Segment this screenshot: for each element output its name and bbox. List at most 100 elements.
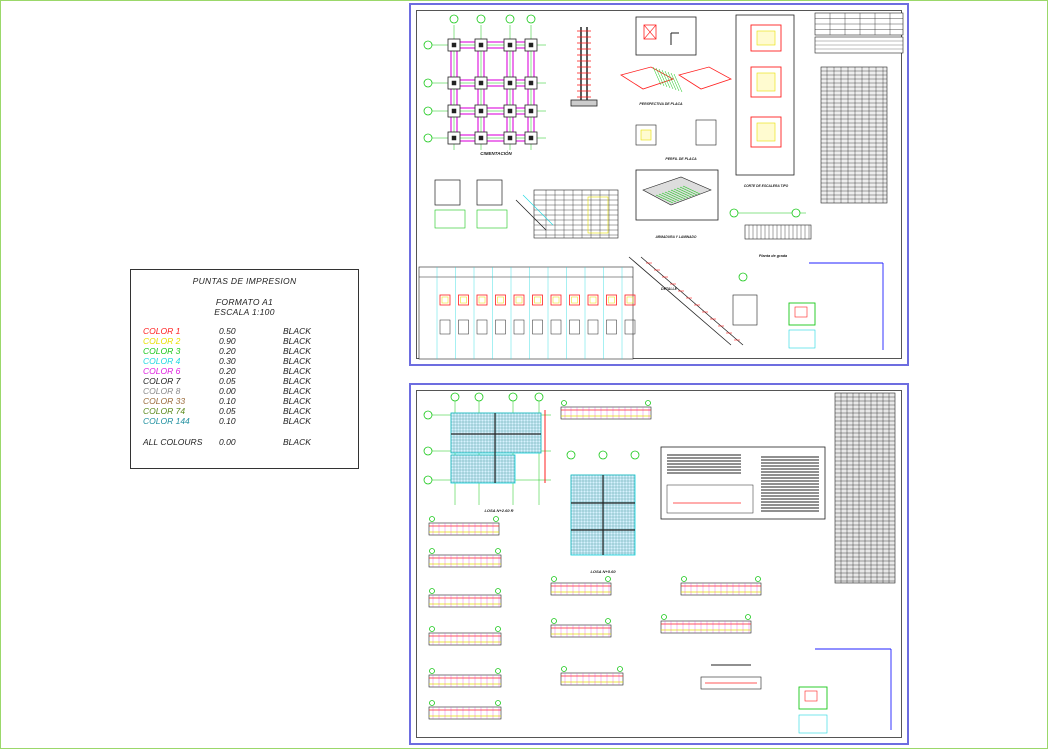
column-core <box>534 296 541 304</box>
column <box>451 42 457 48</box>
label-cimentacion: CIMENTACIÓN <box>480 150 512 156</box>
grid-bubble <box>505 14 515 24</box>
beam-elevation <box>428 674 502 688</box>
column-section <box>550 294 562 306</box>
legend-pen-color: BLACK <box>283 336 311 346</box>
legend-color-name: COLOR 144 <box>143 416 190 426</box>
section-core <box>756 122 776 142</box>
column <box>507 80 513 86</box>
grid-bubble <box>534 392 544 402</box>
column-section <box>439 319 451 335</box>
column-core <box>608 296 615 304</box>
rebar <box>679 186 698 196</box>
plate-perspective <box>678 66 732 90</box>
stair-slab <box>640 256 744 346</box>
notes-frame <box>660 446 826 520</box>
grid-bubble <box>729 208 739 218</box>
beam-elevation <box>428 522 500 536</box>
grid-bubble <box>429 588 435 594</box>
slab-panel <box>450 454 516 484</box>
rebar <box>670 189 689 199</box>
grid-bubble <box>449 14 459 24</box>
legend-row-all: ALL COLOURS 0.00 BLACK <box>143 437 348 447</box>
sheet-1-frame <box>416 10 902 359</box>
grid-bubble <box>526 14 536 24</box>
rebar <box>673 188 692 198</box>
beam-elevation <box>428 632 502 646</box>
legend-color-name: COLOR 2 <box>143 336 181 346</box>
legend-line-width: 0.90 <box>219 336 236 346</box>
label-armadura: ARMADURA Y LAMINADO <box>655 235 697 239</box>
column-section <box>439 294 451 306</box>
legend-color-name: COLOR 7 <box>143 376 181 386</box>
column-section <box>513 319 525 335</box>
detail-diagonal <box>643 24 657 40</box>
grid-bubble <box>476 14 486 24</box>
profile-core <box>640 129 652 141</box>
legend-line-width: 0.05 <box>219 376 236 386</box>
beam-elevation <box>550 624 612 638</box>
rebar <box>667 71 677 91</box>
column-section <box>458 294 469 306</box>
column-core <box>571 296 578 304</box>
column-section <box>606 294 617 306</box>
legend-symbol <box>794 306 808 318</box>
beam-elevation <box>550 582 612 596</box>
legend-box <box>788 302 816 326</box>
slab-perspective <box>642 176 712 206</box>
column-section <box>569 294 580 306</box>
legend-color-name: COLOR 4 <box>143 356 181 366</box>
legend-symbol <box>804 690 818 702</box>
legend-box <box>798 686 828 710</box>
legend-format: FORMATO A1 <box>215 297 274 307</box>
legend-pen-color: BLACK <box>283 356 311 366</box>
grid-bubble <box>495 548 501 554</box>
grid-bubble <box>681 576 687 582</box>
beam-elevation <box>428 706 502 720</box>
rebar <box>652 66 662 86</box>
column <box>507 135 513 141</box>
column-core <box>478 296 486 304</box>
column-section <box>476 294 488 306</box>
legend-line-width: 0.00 <box>219 386 236 396</box>
column-section <box>513 294 525 306</box>
legend-line-width: 0.10 <box>219 416 236 426</box>
legend-color-name: COLOR 74 <box>143 406 186 416</box>
grid-bubble <box>423 475 433 485</box>
legend-all-color: ALL COLOURS <box>143 437 203 447</box>
note-box <box>788 329 816 349</box>
column <box>478 80 484 86</box>
column-section <box>550 319 562 335</box>
column-section <box>624 319 636 335</box>
grid-bubble <box>617 666 623 672</box>
section-frame <box>735 14 795 176</box>
rebar <box>655 194 674 204</box>
column-section <box>532 294 543 306</box>
profile-box <box>635 124 657 146</box>
column-section <box>606 319 617 335</box>
grid-bubble <box>561 400 567 406</box>
grid-bubble <box>598 450 608 460</box>
legend-line-width: 0.10 <box>219 396 236 406</box>
column-section <box>624 294 636 306</box>
column-core <box>497 296 504 304</box>
slab-section <box>700 676 762 690</box>
legend-color-name: COLOR 6 <box>143 366 181 376</box>
legend-color-name: COLOR 33 <box>143 396 186 406</box>
beam-elevation <box>560 672 624 686</box>
grid-bubble <box>495 588 501 594</box>
footing-section <box>434 209 466 229</box>
grid-bubble <box>508 392 518 402</box>
legend-pen-color: BLACK <box>283 326 311 336</box>
rebar <box>667 190 686 200</box>
legend-line-width: 0.50 <box>219 326 236 336</box>
rebar <box>658 68 668 88</box>
grid-bubble <box>429 516 435 522</box>
legend-line-width: 0.20 <box>219 366 236 376</box>
column-schedule <box>418 266 634 360</box>
